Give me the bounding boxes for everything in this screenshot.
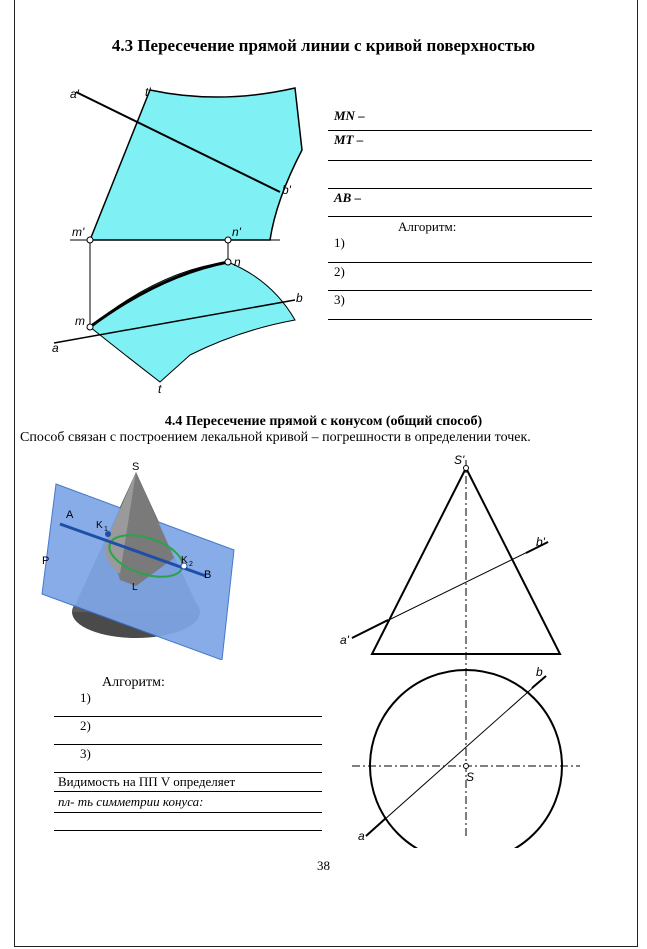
- answer-mn-label: MN –: [334, 108, 365, 123]
- symmetry-text: пл- ть симметрии конуса:: [58, 794, 204, 809]
- label-m: m: [75, 314, 85, 328]
- step-1: 1): [334, 235, 345, 250]
- step-1: 1): [80, 690, 91, 705]
- answer-line: [328, 216, 592, 217]
- label-a1: a': [70, 87, 80, 101]
- step-3: 3): [334, 292, 345, 307]
- label-t1: t': [145, 85, 151, 99]
- label-K1: K: [96, 520, 103, 531]
- label-n: n: [234, 255, 241, 269]
- label-K2-sub: 2: [189, 561, 193, 568]
- label-B: B: [204, 569, 211, 581]
- answer-line: [328, 262, 592, 263]
- answer-line: [328, 130, 592, 131]
- step-3: 3): [80, 746, 91, 761]
- cone-projection-figure: S' b' a' b S a: [340, 453, 580, 848]
- label-A: A: [66, 509, 74, 521]
- label-a1: a': [340, 633, 350, 647]
- answer-ab-label: AB –: [334, 190, 362, 205]
- curve-mn: [89, 260, 229, 329]
- cone-3d-figure: S A K 1 K 2 B P L: [41, 462, 235, 660]
- answer-line: [54, 716, 322, 717]
- answer-line: [328, 319, 592, 320]
- surface-top-projection: [89, 261, 296, 383]
- line-ab-top: [53, 299, 296, 344]
- surface-front-projection: [88, 87, 303, 241]
- section-44-title: 4.4 Пересечение прямой с конусом (общий …: [164, 414, 483, 429]
- page-number: 38: [317, 858, 330, 873]
- label-n1: n': [232, 225, 242, 239]
- algorithm-title-44: Алгоритм:: [102, 675, 165, 690]
- line-ab-top-proj: [365, 675, 547, 837]
- label-S1: S': [454, 453, 465, 467]
- line-ab-front: [75, 91, 281, 193]
- label-t: t: [158, 382, 162, 396]
- label-m1: m': [72, 225, 85, 239]
- label-a: a: [358, 829, 365, 843]
- answer-line: [328, 160, 592, 161]
- answer-line: [54, 812, 322, 813]
- algorithm-title-43: Алгоритм:: [398, 219, 457, 234]
- label-a: a: [52, 341, 59, 355]
- answer-mt-label: MT –: [334, 132, 364, 147]
- label-S: S: [132, 462, 139, 473]
- answer-line: [328, 290, 592, 291]
- cone-front-view: [370, 465, 562, 655]
- answer-line: [328, 188, 592, 189]
- curve-surface-figure: a' t' b' m' n' n m b a t: [52, 85, 303, 396]
- label-b: b: [296, 291, 303, 305]
- label-P: P: [42, 555, 49, 567]
- label-K1-sub: 1: [104, 526, 108, 533]
- label-b: b: [536, 665, 543, 679]
- label-b1: b': [536, 535, 546, 549]
- step-2: 2): [80, 718, 91, 733]
- answer-line: [54, 772, 322, 773]
- label-b1: b': [282, 183, 292, 197]
- label-L: L: [132, 582, 138, 593]
- section-43-title: 4.3 Пересечение прямой линии с кривой по…: [111, 36, 536, 55]
- label-K2: K: [181, 555, 188, 566]
- answer-line: [54, 744, 322, 745]
- section-44-intro: Способ связан с построением лекальной кр…: [20, 430, 531, 445]
- answer-line: [54, 791, 322, 792]
- visibility-text: Видимость на ПП V определяет: [58, 774, 236, 789]
- page-border: [14, 0, 638, 947]
- step-2: 2): [334, 264, 345, 279]
- answer-line: [54, 830, 322, 831]
- label-S: S: [466, 770, 474, 784]
